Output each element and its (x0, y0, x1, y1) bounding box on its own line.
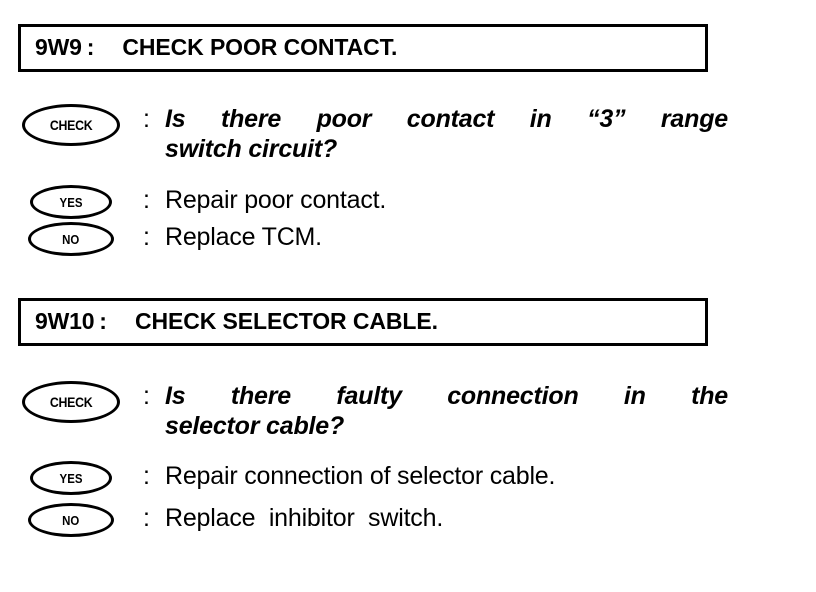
row-colon: : (143, 223, 150, 251)
question-line-1: Is there faulty connection in the (165, 382, 728, 410)
yes-badge-label: YES (59, 194, 83, 210)
step-header-box-9w9: 9W9 : CHECK POOR CONTACT. (18, 24, 708, 72)
step-code: 9W9 (35, 33, 82, 60)
row-colon: : (143, 382, 150, 410)
question-line-2: switch circuit? (165, 135, 338, 163)
step-title: CHECK SELECTOR CABLE. (134, 307, 438, 334)
check-badge: CHECK (22, 104, 120, 146)
no-badge-label: NO (62, 231, 80, 247)
no-badge: NO (28, 222, 114, 256)
row-colon: : (143, 186, 150, 214)
question-line-1: Is there poor contact in “3” range (165, 105, 728, 133)
step-header-content: 9W10 : CHECK SELECTOR CABLE. (35, 308, 438, 335)
no-badge: NO (28, 503, 114, 537)
step-code: 9W10 (35, 307, 95, 334)
question-line-2: selector cable? (165, 412, 345, 440)
check-badge: CHECK (22, 381, 120, 423)
step-header-content: 9W9 : CHECK POOR CONTACT. (35, 34, 397, 61)
yes-answer-text: Repair poor contact. (165, 186, 387, 214)
no-answer-text: Replace inhibitor switch. (165, 504, 444, 532)
check-badge-label: CHECK (49, 394, 93, 410)
row-colon: : (143, 504, 150, 532)
row-colon: : (143, 105, 150, 133)
yes-badge-label: YES (59, 470, 83, 486)
check-question-text: Is there poor contact in “3” range switc… (165, 104, 728, 164)
no-answer-text: Replace TCM. (165, 223, 322, 251)
yes-badge: YES (30, 185, 112, 219)
yes-badge: YES (30, 461, 112, 495)
step-header-box-9w10: 9W10 : CHECK SELECTOR CABLE. (18, 298, 708, 346)
step-colon: : (99, 307, 107, 334)
step-title: CHECK POOR CONTACT. (122, 33, 398, 60)
check-badge-label: CHECK (49, 117, 93, 133)
check-question-text: Is there faulty connection in the select… (165, 381, 728, 441)
yes-answer-text: Repair connection of selector cable. (165, 462, 556, 490)
step-colon: : (86, 33, 95, 60)
no-badge-label: NO (62, 512, 80, 528)
row-colon: : (143, 462, 150, 490)
